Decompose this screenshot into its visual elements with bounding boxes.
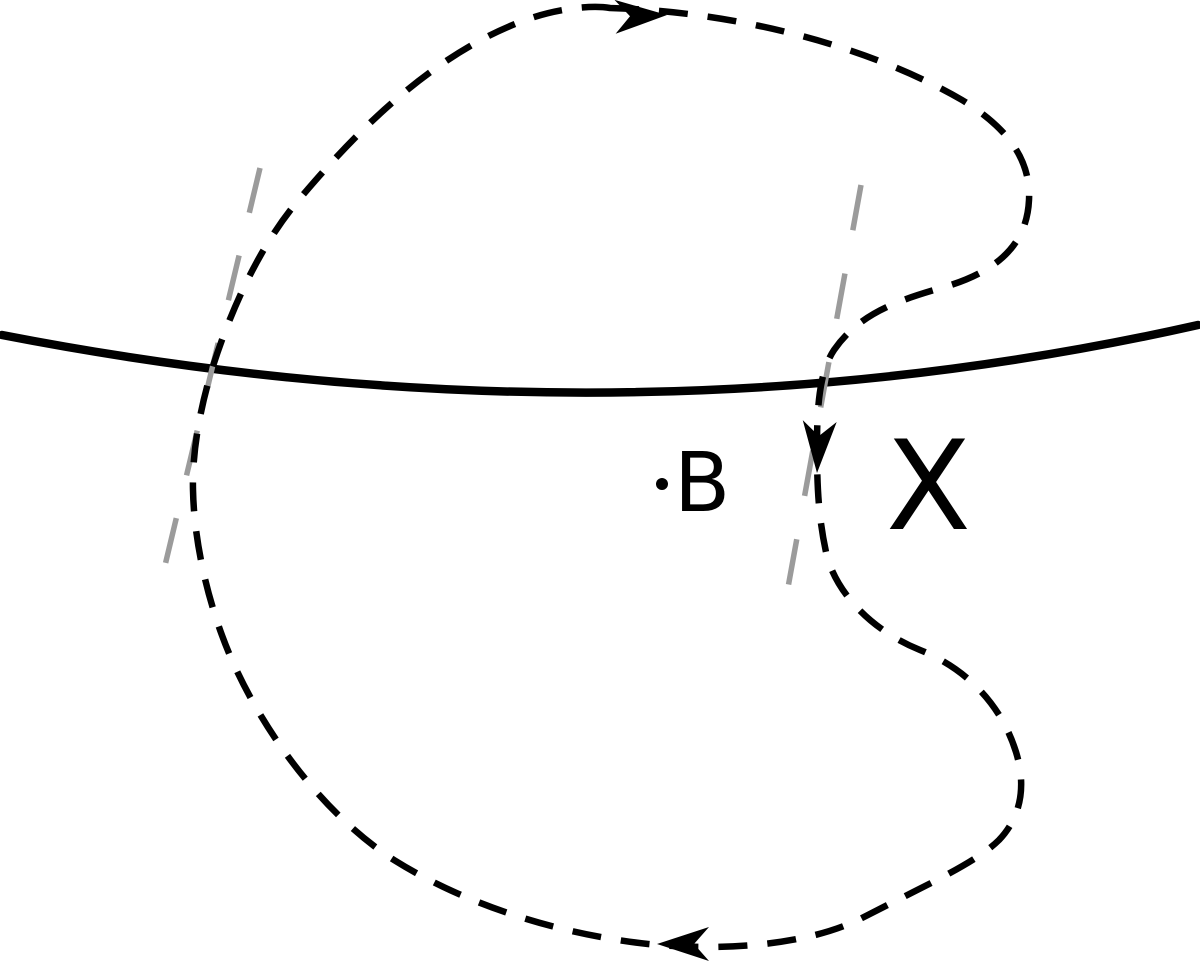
region-x-label: X xyxy=(886,415,971,559)
dashed-loop-curve xyxy=(189,3,1033,951)
point-b-label: B xyxy=(674,436,730,531)
arrow-right-icon xyxy=(614,0,667,34)
arrow-left-icon xyxy=(657,927,709,961)
guide-segment-left xyxy=(159,167,263,579)
point-b-dot xyxy=(656,478,668,490)
guide-segment-right xyxy=(784,184,864,594)
boundary-curve xyxy=(0,320,1200,397)
arrow-down-icon xyxy=(802,420,837,473)
